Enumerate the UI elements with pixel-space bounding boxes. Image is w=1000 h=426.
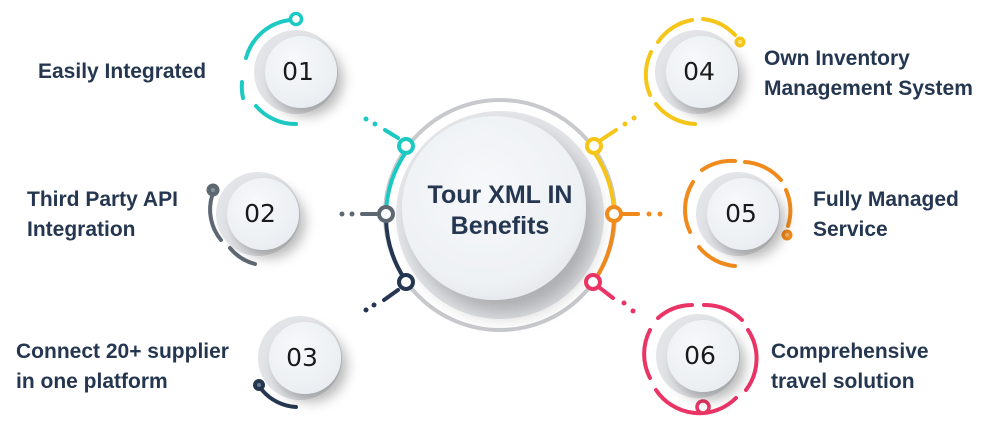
connector-02 [339, 205, 395, 223]
bubble-02 [206, 172, 300, 266]
hub-disc [402, 116, 586, 300]
benefit-label-06-line1: Comprehensive [771, 340, 929, 363]
bubble-05 [682, 158, 793, 268]
central-hub [383, 98, 617, 332]
benefit-label-02-line1: Third Party API [27, 188, 178, 211]
benefit-number-04: 04 [683, 57, 715, 86]
benefit-number-01: 01 [282, 57, 314, 86]
connector-03 [363, 273, 415, 313]
benefit-label-05-line2: Service [813, 218, 888, 241]
benefit-number-05: 05 [725, 199, 757, 228]
benefit-label-02: Third Party API Integration [27, 185, 178, 245]
benefit-label-05: Fully Managed Service [813, 185, 959, 245]
connector-06 [584, 273, 636, 314]
benefit-number-06: 06 [684, 341, 716, 370]
benefit-label-02-line2: Integration [27, 218, 136, 241]
hub-title: Tour XML IN Benefits [400, 180, 600, 242]
bubble-04 [643, 17, 746, 126]
benefit-label-04: Own Inventory Management System [764, 44, 973, 104]
benefit-number-02: 02 [244, 199, 276, 228]
benefit-label-01-line1: Easily Integrated [38, 60, 207, 83]
hub-title-line1: Tour XML IN [427, 181, 573, 209]
benefit-label-01: Easily Integrated [38, 57, 206, 87]
benefit-label-06-line2: travel solution [771, 370, 915, 393]
bubble-03 [253, 316, 342, 409]
benefit-label-05-line1: Fully Managed [813, 188, 959, 211]
connector-05 [605, 205, 663, 223]
benefit-label-04-line1: Own Inventory [764, 47, 910, 70]
benefit-number-03: 03 [286, 343, 318, 372]
benefit-label-06: Comprehensive travel solution [771, 337, 929, 397]
bubble-01 [239, 11, 338, 127]
hub-arc-navy [384, 217, 406, 280]
benefit-label-03-line1: Connect 20+ supplier [16, 340, 229, 363]
hub-title-line2: Benefits [450, 212, 550, 240]
bubble-06 [642, 302, 759, 416]
benefit-label-03-line2: in one platform [16, 370, 168, 393]
benefit-label-03: Connect 20+ supplier in one platform [16, 337, 229, 397]
connector-01 [363, 116, 415, 155]
benefit-label-04-line2: Management System [764, 77, 973, 100]
connector-04 [585, 115, 637, 155]
